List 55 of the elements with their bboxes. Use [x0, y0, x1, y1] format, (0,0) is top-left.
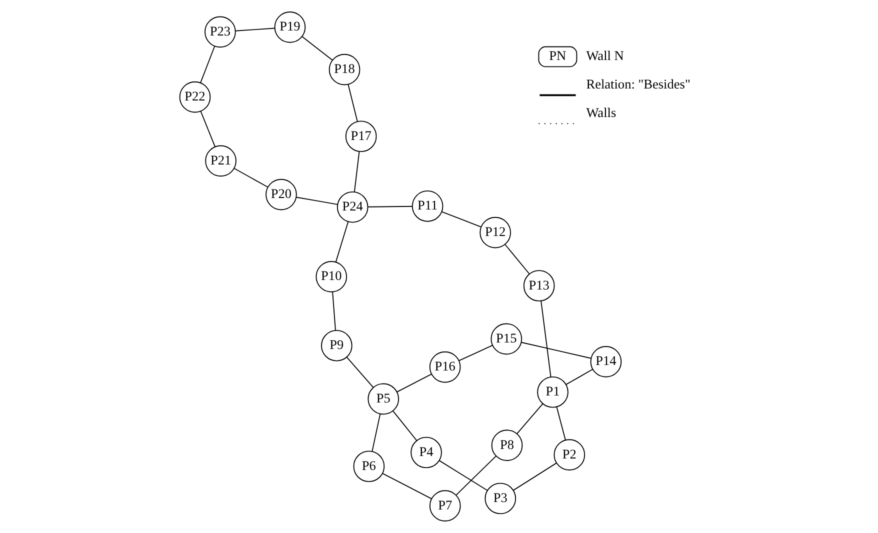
connector — [200, 46, 215, 84]
connector — [353, 151, 360, 192]
label: PN — [548, 48, 566, 64]
node-circle: P23 — [204, 16, 236, 48]
node-circle: P20 — [265, 178, 296, 210]
node-circle: P5 — [367, 383, 399, 415]
connector — [504, 244, 530, 274]
node-circle: P16 — [428, 351, 460, 383]
node-circle: P15 — [490, 323, 522, 355]
connector — [367, 206, 412, 208]
connector — [440, 211, 481, 228]
connector — [565, 368, 593, 385]
node-circle: P10 — [315, 260, 347, 292]
connector — [455, 456, 496, 496]
connector — [234, 28, 274, 32]
node-circle: P21 — [204, 145, 236, 177]
node-circle: P17 — [344, 120, 376, 152]
connector — [332, 291, 336, 331]
node-circle: P1 — [536, 376, 568, 408]
node-circle: P12 — [479, 216, 510, 248]
connector — [382, 472, 432, 500]
connector — [371, 413, 380, 452]
node-circle: P8 — [490, 430, 522, 461]
connector — [516, 403, 543, 434]
connector — [438, 460, 488, 491]
connector — [200, 110, 216, 148]
node-circle: P24 — [336, 191, 368, 223]
legend-label: Wall N — [586, 48, 624, 64]
connector — [295, 196, 338, 205]
connector — [556, 406, 566, 441]
connector — [346, 356, 374, 388]
connector — [347, 84, 358, 122]
node-circle: P14 — [590, 346, 622, 378]
node-circle: P4 — [410, 436, 442, 468]
node-circle: P22 — [178, 81, 210, 113]
legend-label: Relation: "Besides" — [586, 76, 690, 92]
node-circle: P19 — [274, 12, 306, 43]
connector — [396, 374, 432, 392]
node-circle: P2 — [553, 439, 585, 471]
node-circle: P7 — [428, 490, 460, 522]
node-circle: P11 — [411, 190, 443, 222]
node-circle: P9 — [320, 330, 352, 362]
connector — [233, 168, 268, 188]
connector — [334, 221, 348, 262]
connector — [458, 344, 492, 362]
connector — [392, 410, 417, 442]
connector — [301, 36, 332, 61]
connector — [520, 342, 591, 359]
node-circle: P3 — [484, 482, 516, 514]
node-circle: P18 — [328, 54, 360, 86]
node-circle: P6 — [352, 450, 384, 482]
legend-label: Walls — [586, 105, 616, 120]
node-circle: P13 — [522, 270, 554, 302]
connector — [540, 300, 551, 378]
connector — [512, 462, 556, 491]
